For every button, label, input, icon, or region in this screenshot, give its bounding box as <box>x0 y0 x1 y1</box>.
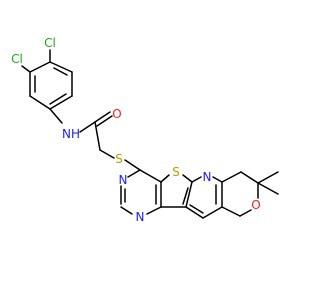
molecule-diagram: Cl Cl NH O S S N N N O <box>11 36 279 224</box>
pyrimidine-ring <box>120 169 162 215</box>
n-carbonyl-bond <box>79 121 96 133</box>
thioether-sulfur-label: S <box>115 152 123 166</box>
carbonyl-o-bond <box>94 111 111 123</box>
carbonyl-ch2-bond <box>94 121 101 151</box>
s-pyrimidine-bond <box>124 159 141 171</box>
pyridine-nitrogen-label: N <box>203 170 212 184</box>
ch2-s-bond <box>99 149 115 159</box>
pyridine-ring <box>185 176 223 219</box>
pyrimidine-nitrogen-label-b: N <box>136 210 145 224</box>
thiophene-ring <box>160 174 193 208</box>
pyrimidine-nitrogen-label-a: N <box>119 173 128 187</box>
structure-svg: Cl Cl NH O S S N N N O <box>11 36 279 224</box>
amide-nh-label: NH <box>62 127 80 141</box>
chlorine-label-top: Cl <box>44 36 56 50</box>
chlorine-label-left: Cl <box>11 52 23 66</box>
dichlorophenyl-ring <box>29 61 73 110</box>
pyran-ring <box>221 171 279 217</box>
thiophene-sulfur-label: S <box>172 165 180 179</box>
carbonyl-oxygen-label: O <box>112 107 121 121</box>
c-cl-bond-left <box>21 65 31 73</box>
aryl-n-bond <box>49 108 63 124</box>
pyran-oxygen-label: O <box>251 198 260 212</box>
